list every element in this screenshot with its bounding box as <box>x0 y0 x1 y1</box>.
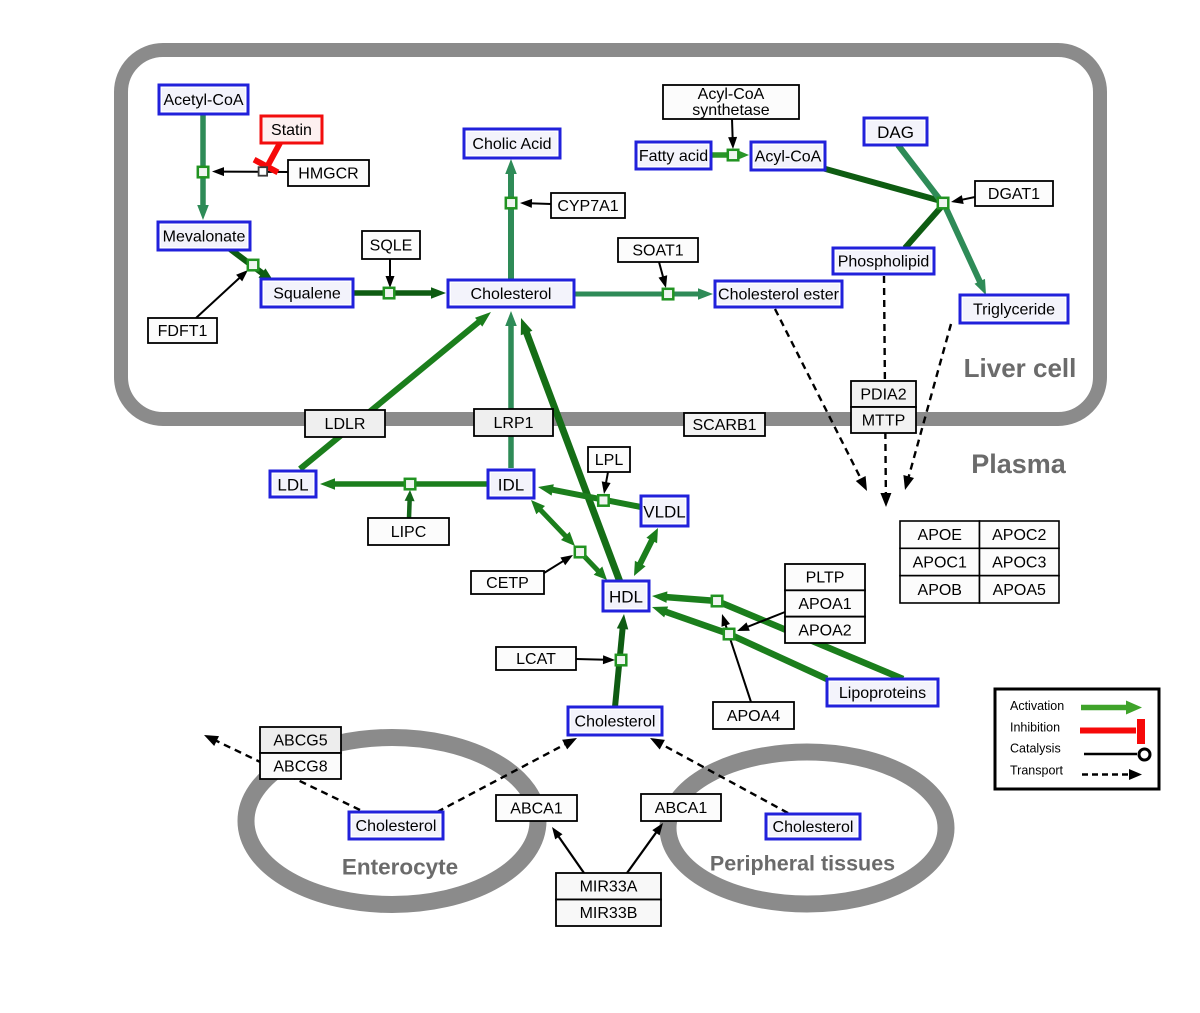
svg-text:APOC2: APOC2 <box>992 527 1046 544</box>
svg-text:APOC1: APOC1 <box>913 554 967 571</box>
svg-text:Cholesterol ester: Cholesterol ester <box>718 287 840 304</box>
svg-text:HMGCR: HMGCR <box>298 166 358 183</box>
svg-text:LDLR: LDLR <box>325 416 366 433</box>
svg-text:APOA2: APOA2 <box>798 622 851 639</box>
svg-text:Cholic Acid: Cholic Acid <box>472 136 551 153</box>
svg-text:SQLE: SQLE <box>370 238 413 255</box>
svg-text:PDIA2: PDIA2 <box>860 387 906 404</box>
svg-text:Mevalonate: Mevalonate <box>163 229 246 246</box>
svg-text:Cholesterol: Cholesterol <box>471 286 552 303</box>
svg-text:MIR33A: MIR33A <box>580 879 638 896</box>
svg-text:APOA1: APOA1 <box>798 596 851 613</box>
svg-text:APOB: APOB <box>918 582 962 599</box>
svg-text:Acyl-CoA: Acyl-CoA <box>698 86 765 103</box>
svg-text:SOAT1: SOAT1 <box>632 243 683 260</box>
svg-text:LDL: LDL <box>277 476 308 495</box>
svg-text:Lipoproteins: Lipoproteins <box>839 685 926 702</box>
svg-text:Cholesterol: Cholesterol <box>356 818 437 835</box>
svg-text:Transport: Transport <box>1010 764 1064 778</box>
svg-text:Peripheral tissues: Peripheral tissues <box>710 852 895 876</box>
svg-text:Acetyl-CoA: Acetyl-CoA <box>163 92 243 109</box>
svg-text:MTTP: MTTP <box>862 413 906 430</box>
svg-text:synthetase: synthetase <box>692 102 769 119</box>
svg-text:ABCG5: ABCG5 <box>273 733 327 750</box>
svg-text:Enterocyte: Enterocyte <box>342 855 458 880</box>
svg-text:SCARB1: SCARB1 <box>692 417 756 434</box>
svg-text:FDFT1: FDFT1 <box>158 323 208 340</box>
svg-text:DAG: DAG <box>877 123 914 142</box>
svg-text:Cholesterol: Cholesterol <box>773 819 854 836</box>
svg-text:DGAT1: DGAT1 <box>988 186 1040 203</box>
svg-text:APOC3: APOC3 <box>992 554 1046 571</box>
svg-text:Triglyceride: Triglyceride <box>973 302 1055 319</box>
svg-text:Statin: Statin <box>271 122 312 139</box>
svg-text:LCAT: LCAT <box>516 651 556 668</box>
svg-text:Inhibition: Inhibition <box>1010 721 1060 735</box>
svg-text:ABCA1: ABCA1 <box>655 800 708 817</box>
svg-text:Catalysis: Catalysis <box>1010 742 1061 756</box>
svg-text:LIPC: LIPC <box>391 524 427 541</box>
svg-text:Squalene: Squalene <box>273 286 341 303</box>
svg-text:VLDL: VLDL <box>643 503 686 522</box>
svg-text:ABCG8: ABCG8 <box>273 759 327 776</box>
svg-text:LPL: LPL <box>595 452 624 469</box>
svg-text:MIR33B: MIR33B <box>580 905 638 922</box>
svg-text:Phospholipid: Phospholipid <box>838 254 930 271</box>
svg-text:IDL: IDL <box>498 476 524 495</box>
svg-text:Cholesterol: Cholesterol <box>575 714 656 731</box>
svg-text:Activation: Activation <box>1010 699 1064 713</box>
svg-text:HDL: HDL <box>609 588 643 607</box>
svg-text:ABCA1: ABCA1 <box>510 801 563 818</box>
svg-text:CYP7A1: CYP7A1 <box>557 198 618 215</box>
svg-text:Acyl-CoA: Acyl-CoA <box>755 149 822 166</box>
svg-text:LRP1: LRP1 <box>493 415 533 432</box>
svg-text:Fatty acid: Fatty acid <box>639 148 708 165</box>
svg-text:PLTP: PLTP <box>806 570 845 587</box>
svg-text:APOE: APOE <box>918 527 962 544</box>
svg-text:Liver cell: Liver cell <box>964 353 1077 383</box>
svg-text:CETP: CETP <box>486 575 529 592</box>
svg-text:Plasma: Plasma <box>971 449 1067 479</box>
svg-text:APOA5: APOA5 <box>993 582 1046 599</box>
svg-text:APOA4: APOA4 <box>727 708 780 725</box>
